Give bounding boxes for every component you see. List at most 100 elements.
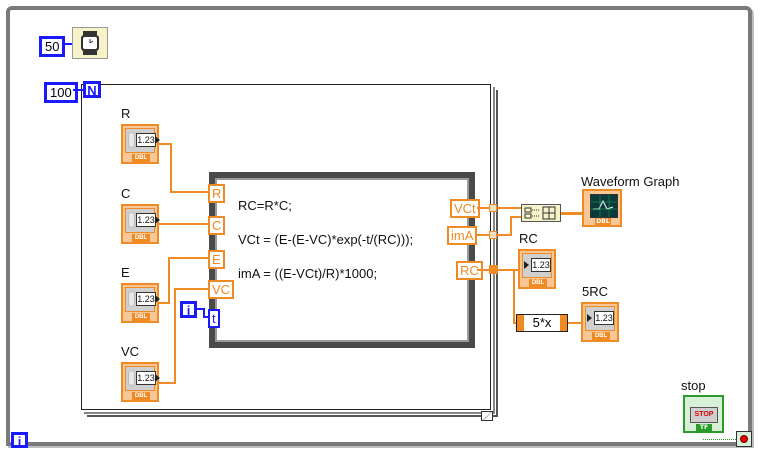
wire-ima bbox=[510, 216, 512, 236]
wire-rc bbox=[498, 269, 521, 271]
indexing-tunnel-ima[interactable] bbox=[489, 231, 497, 239]
numeric-control-r[interactable]: 1.23 DBL bbox=[121, 124, 160, 164]
stop-button[interactable]: STOP bbox=[690, 407, 718, 423]
formula-input-vc[interactable]: VC bbox=[208, 280, 235, 299]
control-label-c: C bbox=[121, 186, 131, 201]
control-value: 1.23 bbox=[136, 133, 156, 147]
iteration-label: i bbox=[186, 303, 191, 318]
loop-condition-terminal[interactable] bbox=[736, 431, 752, 447]
formula-node[interactable] bbox=[209, 172, 475, 348]
wire-iteration bbox=[203, 308, 205, 318]
for-loop-iteration-terminal: i bbox=[180, 301, 197, 318]
stop-label: stop bbox=[681, 378, 706, 393]
frame-fold-corner bbox=[481, 411, 493, 421]
wait-ms-function[interactable] bbox=[72, 27, 108, 59]
spin-icon bbox=[128, 212, 135, 228]
control-label-e: E bbox=[121, 265, 130, 280]
wire-rc-branch bbox=[513, 322, 517, 324]
indicator-label-waveform-graph: Waveform Graph bbox=[581, 174, 680, 189]
type-badge: DBL bbox=[132, 154, 150, 162]
formula-input-r[interactable]: R bbox=[208, 184, 226, 203]
spin-icon bbox=[128, 132, 135, 148]
type-badge: DBL bbox=[132, 392, 150, 400]
control-label-vc: VC bbox=[121, 344, 140, 359]
formula-output-vct[interactable]: VCt bbox=[450, 199, 480, 218]
wire-iteration bbox=[203, 316, 210, 318]
for-loop-frame-shadow bbox=[84, 87, 495, 414]
output-arrow-icon bbox=[155, 136, 160, 144]
build-array-icon bbox=[524, 206, 556, 220]
wire-e bbox=[168, 257, 170, 304]
formula-line-1: RC=R*C; bbox=[238, 198, 292, 213]
indicator-label-rc: RC bbox=[519, 231, 538, 246]
expression-text: 5*x bbox=[532, 315, 552, 330]
formula-output-ima[interactable]: imA bbox=[447, 226, 478, 245]
wire-c bbox=[159, 223, 210, 225]
wire-loop-count bbox=[73, 89, 83, 91]
wire-2d-array bbox=[561, 212, 582, 215]
output-arrow-icon bbox=[155, 374, 160, 382]
wire-ima bbox=[497, 234, 511, 236]
type-badge: DBL bbox=[592, 332, 610, 340]
expression-node[interactable]: 5*x bbox=[516, 314, 568, 332]
type-badge: DBL bbox=[132, 234, 150, 242]
wire-iteration bbox=[197, 308, 204, 310]
while-loop-iteration-terminal: i bbox=[11, 432, 28, 449]
numeric-control-e[interactable]: 1.23 DBL bbox=[121, 283, 160, 323]
type-badge: DBL bbox=[529, 279, 547, 287]
build-array-function[interactable] bbox=[521, 204, 561, 222]
for-loop-frame-shadow bbox=[87, 90, 498, 417]
spin-icon bbox=[128, 291, 135, 307]
wire-vc bbox=[159, 382, 175, 384]
wire-vc bbox=[174, 288, 210, 290]
numeric-control-c[interactable]: 1.23 DBL bbox=[121, 204, 160, 244]
control-value: 1.23 bbox=[136, 292, 156, 306]
loop-count-value: 100 bbox=[50, 85, 72, 100]
wire-r bbox=[170, 143, 172, 192]
type-badge: DBL bbox=[595, 218, 611, 225]
wire-ima bbox=[510, 216, 521, 218]
formula-input-t[interactable]: t bbox=[208, 309, 220, 328]
loop-count-constant[interactable]: 100 bbox=[44, 82, 78, 103]
input-arrow-icon bbox=[524, 261, 529, 269]
numeric-control-vc[interactable]: 1.23 DBL bbox=[121, 362, 160, 402]
indicator-value: 1.23 bbox=[594, 311, 614, 325]
control-label-r: R bbox=[121, 106, 131, 121]
wire-e bbox=[168, 257, 210, 259]
indexing-tunnel-vct[interactable] bbox=[489, 204, 497, 212]
numeric-indicator-5rc[interactable]: 1.23 DBL bbox=[581, 302, 619, 342]
iteration-label: i bbox=[17, 434, 22, 449]
formula-input-e[interactable]: E bbox=[208, 250, 225, 269]
wire-r bbox=[170, 191, 210, 193]
input-arrow-icon bbox=[587, 314, 592, 322]
count-terminal[interactable]: N bbox=[83, 81, 101, 98]
graph-screen-icon bbox=[590, 194, 618, 218]
while-loop-frame[interactable] bbox=[6, 6, 752, 446]
output-arrow-icon bbox=[155, 216, 160, 224]
wire-vct bbox=[477, 207, 490, 209]
wire-vc bbox=[174, 288, 176, 384]
wire-5rc bbox=[568, 322, 581, 324]
wire-vct bbox=[497, 207, 521, 209]
stop-button-control[interactable]: STOP TF bbox=[683, 395, 724, 433]
waveform-graph-indicator[interactable]: DBL bbox=[582, 189, 622, 227]
control-value: 1.23 bbox=[136, 213, 156, 227]
wire-rc bbox=[477, 269, 489, 271]
wire-stop bbox=[703, 439, 736, 440]
wait-ms-value: 50 bbox=[45, 39, 60, 54]
wire-e bbox=[159, 302, 169, 304]
indicator-value: 1.23 bbox=[531, 258, 551, 272]
wire-r bbox=[159, 143, 171, 145]
formula-input-c[interactable]: C bbox=[208, 216, 226, 235]
wait-ms-icon bbox=[81, 31, 99, 55]
wire-rc-branch bbox=[513, 269, 515, 323]
tunnel-rc[interactable] bbox=[489, 265, 498, 274]
type-badge: TF bbox=[696, 424, 712, 431]
control-value: 1.23 bbox=[136, 371, 156, 385]
output-arrow-icon bbox=[155, 295, 160, 303]
numeric-indicator-rc[interactable]: 1.23 DBL bbox=[518, 249, 556, 289]
type-badge: DBL bbox=[132, 313, 150, 321]
formula-line-2: VCt = (E-(E-VC)*exp(-t/(RC))); bbox=[238, 232, 414, 247]
wait-ms-constant[interactable]: 50 bbox=[39, 36, 66, 57]
indicator-label-5rc: 5RC bbox=[582, 284, 609, 299]
